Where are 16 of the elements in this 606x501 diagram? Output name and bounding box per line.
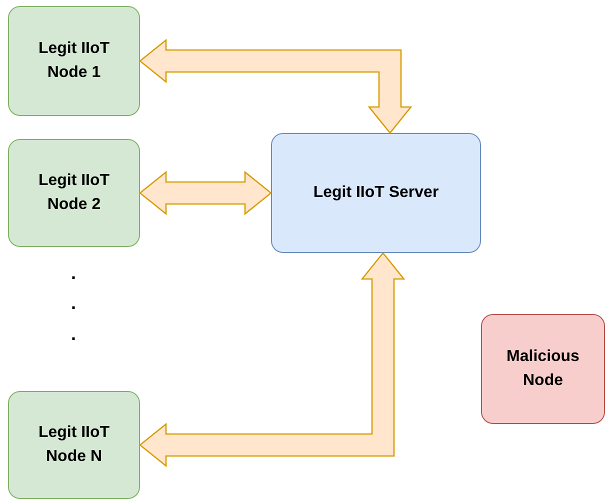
- double-arrow: [138, 252, 406, 468]
- node-label: Legit IIoT Node N: [37, 423, 111, 467]
- node-box: [271, 133, 481, 253]
- node-box: [8, 139, 140, 247]
- node-label: Malicious Node: [506, 347, 580, 391]
- double-arrow: [138, 38, 412, 134]
- node-box: [8, 6, 140, 116]
- node-label: Legit IIoT Node 1: [37, 39, 111, 83]
- node-label: Legit IIoT Node 2: [37, 171, 111, 215]
- ellipsis-dot: .: [71, 294, 76, 312]
- ellipsis-dot: .: [71, 325, 76, 343]
- node-box: [481, 314, 605, 424]
- double-arrow: [138, 170, 272, 216]
- node-box: [8, 391, 140, 499]
- node-label: Legit IIoT Server: [313, 183, 439, 203]
- ellipsis-dot: .: [71, 264, 76, 282]
